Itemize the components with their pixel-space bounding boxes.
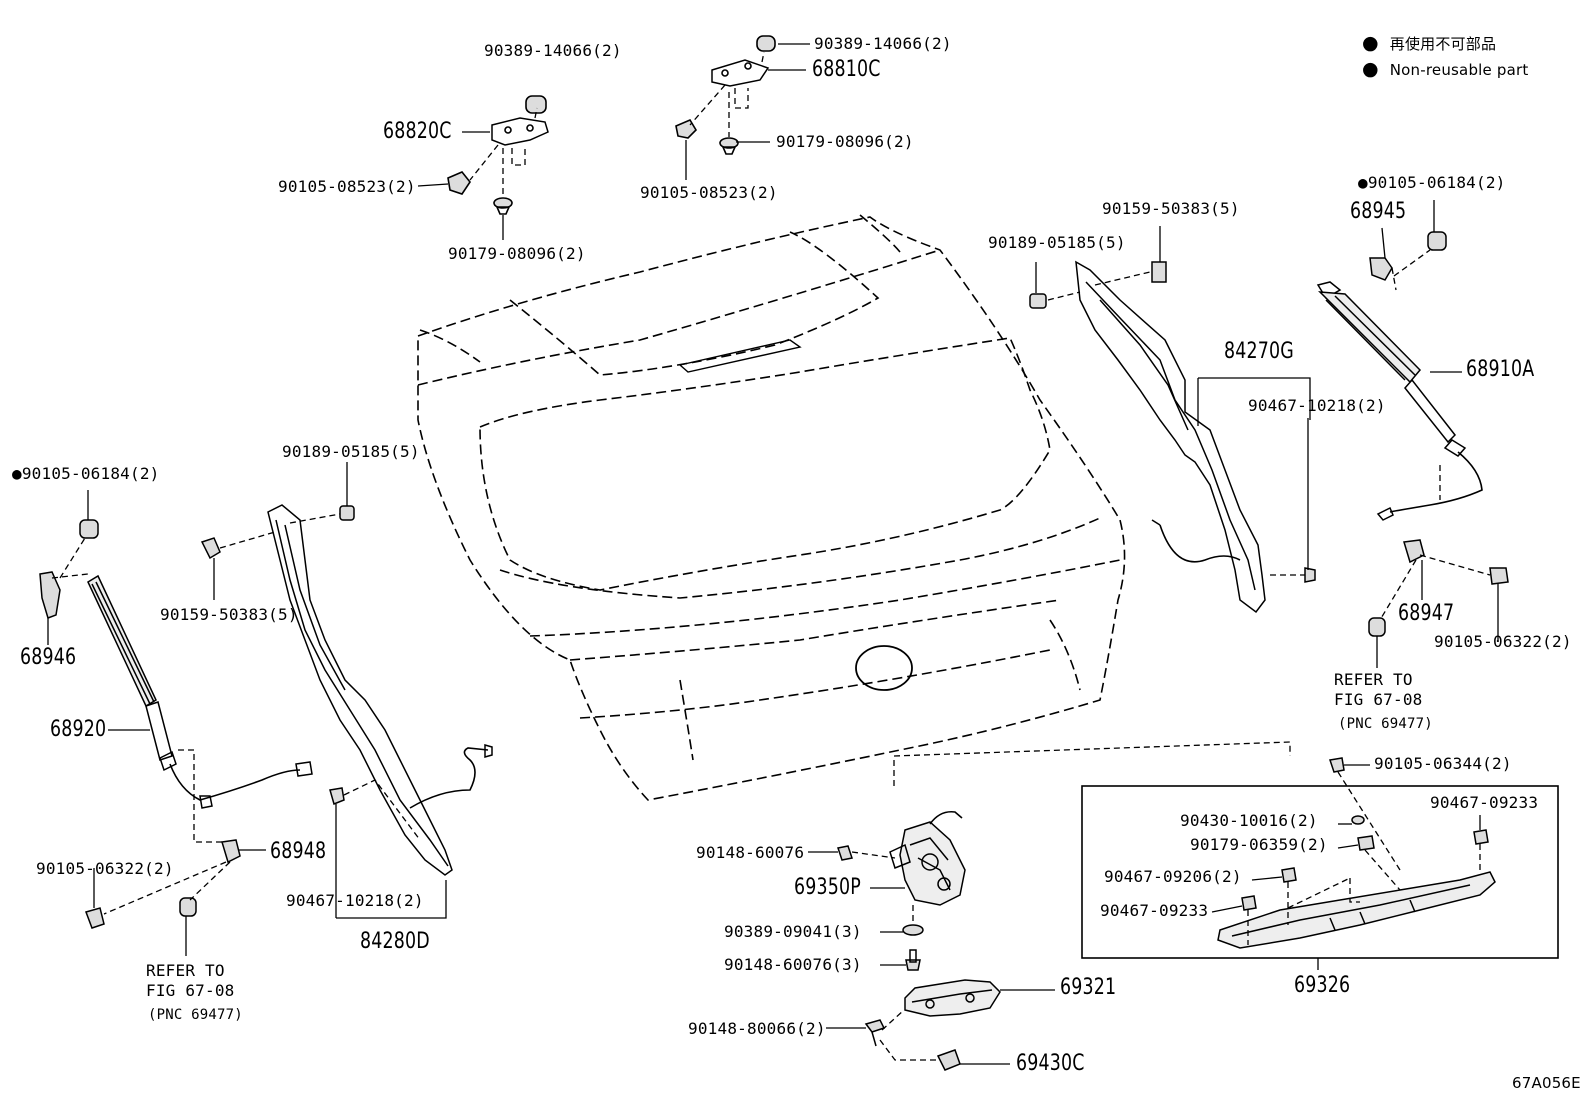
panel-84280d-shape xyxy=(200,504,493,876)
hinge-68810c-shape xyxy=(675,35,776,155)
lock-69350p-shape xyxy=(837,810,966,971)
callout-90159-50383-top: 90159-50383(5) xyxy=(1102,199,1240,218)
refer-left-line2: FIG 67-08 xyxy=(146,981,235,1000)
panel-84280d-leaders xyxy=(219,513,421,841)
callout-69430c: 69430C xyxy=(1016,1051,1085,1076)
callout-90389-14066-right: 90389-14066(2) xyxy=(814,34,952,53)
non-reusable-dot-icon: ● xyxy=(1362,58,1379,80)
callout-69321: 69321 xyxy=(1060,975,1117,1000)
callout-90389-09041: 90389-09041(3) xyxy=(724,922,862,941)
callout-90105-08523-right: 90105-08523(2) xyxy=(640,183,778,202)
callout-90467-10218-right: 90467-10218(2) xyxy=(1248,396,1386,415)
callout-90105-06322-left: 90105-06322(2) xyxy=(36,859,174,878)
strut-68920-leaders xyxy=(51,537,231,915)
legend-jp: ● 再使用不可部品 xyxy=(1362,32,1497,54)
lock-69350p-leaders xyxy=(851,760,914,925)
hinge-68820c-shape xyxy=(447,95,549,215)
callout-90189-05185-top: 90189-05185(5) xyxy=(988,233,1126,252)
callout-68820c: 68820C xyxy=(383,119,452,144)
figure-code: 67A056E xyxy=(1512,1074,1581,1092)
callout-90148-80066: 90148-80066(2) xyxy=(688,1019,826,1038)
callout-90105-06184-right: ●90105-06184(2) xyxy=(1358,173,1506,192)
callout-90179-08096-right: 90179-08096(2) xyxy=(776,132,914,151)
non-reusable-dot-icon: ● xyxy=(1362,32,1379,54)
refer-right-line2: FIG 67-08 xyxy=(1334,690,1423,709)
garnish-69326-leaders xyxy=(893,741,1481,945)
emblem-oval xyxy=(855,645,913,691)
callout-90467-10218-left: 90467-10218(2) xyxy=(286,891,424,910)
hinge-68810c-leaders xyxy=(689,51,765,137)
legend-en: ● Non-reusable part xyxy=(1362,58,1529,80)
callout-90148-60076-3: 90148-60076(3) xyxy=(724,955,862,974)
striker-69321-leaders xyxy=(879,1009,938,1061)
strut-68910a-leaders xyxy=(1379,249,1491,621)
callout-90430-10016: 90430-10016(2) xyxy=(1180,811,1318,830)
panel-84270g-shape xyxy=(1029,260,1316,614)
callout-90179-06359: 90179-06359(2) xyxy=(1190,835,1328,854)
callout-90389-14066-left: 90389-14066(2) xyxy=(484,41,622,60)
callout-69350p: 69350P xyxy=(794,875,861,900)
refer-left-line3: (PNC 69477) xyxy=(148,1007,243,1023)
callout-68946: 68946 xyxy=(20,645,77,670)
panel-84270g-leaders xyxy=(1047,271,1305,576)
callout-90159-50383-left: 90159-50383(5) xyxy=(160,605,298,624)
callout-90105-06322-right: 90105-06322(2) xyxy=(1434,632,1572,651)
callout-68920: 68920 xyxy=(50,717,107,742)
callout-90105-08523-left: 90105-08523(2) xyxy=(278,177,416,196)
callout-68948: 68948 xyxy=(270,839,327,864)
refer-right-line1: REFER TO xyxy=(1334,670,1413,689)
callout-90189-05185-left: 90189-05185(5) xyxy=(282,442,420,461)
callout-90467-09233-mid: 90467-09233 xyxy=(1100,901,1209,920)
callout-90148-60076: 90148-60076 xyxy=(696,843,805,862)
garnish-69326-box xyxy=(1081,785,1559,959)
callout-68810c: 68810C xyxy=(812,57,881,82)
callout-84270g: 84270G xyxy=(1224,339,1294,364)
callout-90467-09233-top: 90467-09233 xyxy=(1430,793,1539,812)
stop-lamp-slot xyxy=(678,339,802,373)
garnish-69326-shape xyxy=(1217,757,1496,949)
refer-right-line3: (PNC 69477) xyxy=(1338,716,1433,732)
callout-68910a: 68910A xyxy=(1466,357,1535,382)
callout-69326: 69326 xyxy=(1294,973,1351,998)
strut-68910a-shape xyxy=(1316,231,1509,637)
callout-90105-06184-left: ●90105-06184(2) xyxy=(12,464,160,483)
callout-68947: 68947 xyxy=(1398,601,1455,626)
refer-left-line1: REFER TO xyxy=(146,961,225,980)
hinge-68820c-leaders xyxy=(469,107,538,198)
callout-90467-09206: 90467-09206(2) xyxy=(1104,867,1242,886)
strut-68920-shape xyxy=(39,519,313,929)
callout-90105-06344: 90105-06344(2) xyxy=(1374,754,1512,773)
callout-84280d: 84280D xyxy=(360,929,430,954)
striker-69321-shape xyxy=(864,979,1001,1071)
callout-68945: 68945 xyxy=(1350,199,1407,224)
callout-90179-08096-left: 90179-08096(2) xyxy=(448,244,586,263)
back-door-outline xyxy=(417,214,1126,801)
